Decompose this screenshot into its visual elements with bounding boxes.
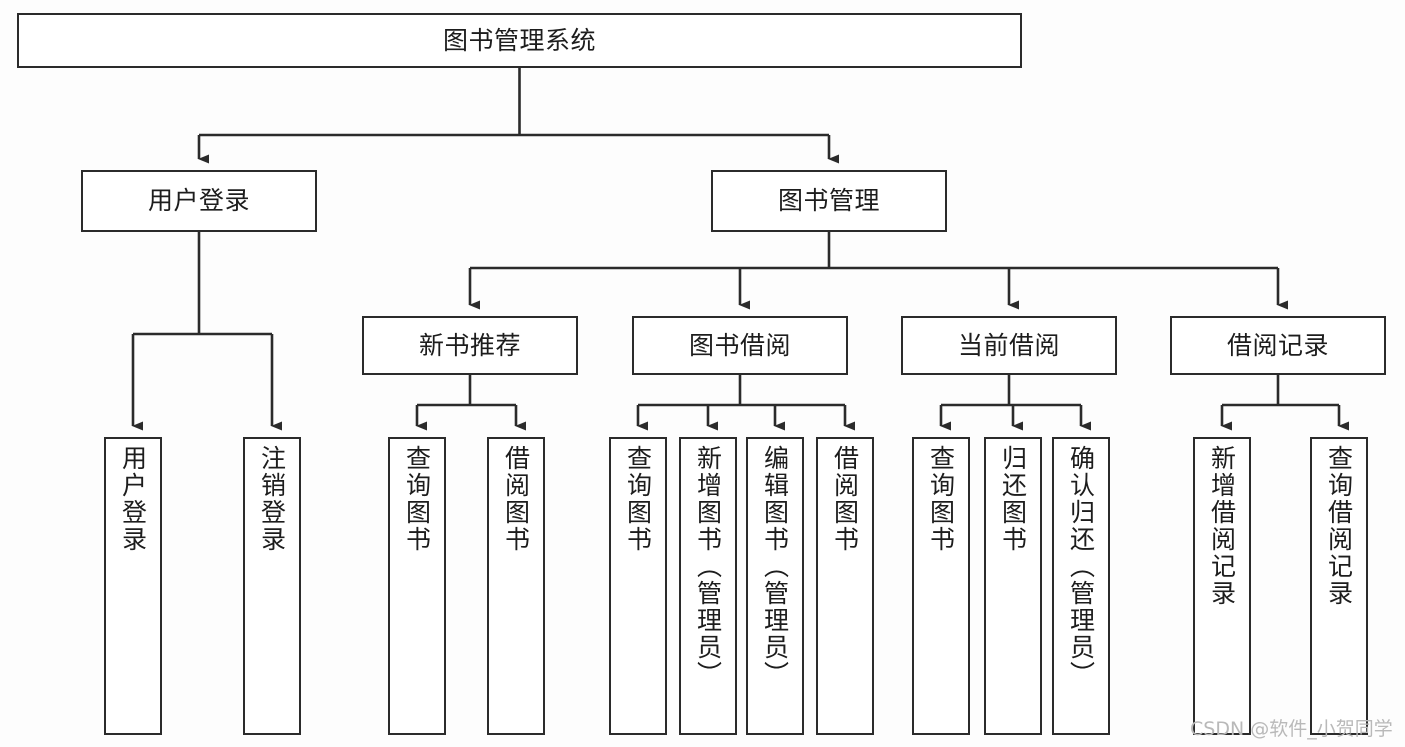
node-borrow-record-label: 借阅记录 bbox=[1226, 330, 1329, 360]
node-current-borrow[interactable]: 当前借阅 bbox=[901, 316, 1117, 375]
node-book-borrow[interactable]: 图书借阅 bbox=[632, 316, 848, 375]
node-leaf-confirm-return-label: 确认归还（管理员） bbox=[1066, 445, 1096, 688]
node-book-borrow-label: 图书借阅 bbox=[688, 330, 791, 360]
node-leaf-user-login[interactable]: 用户登录 bbox=[104, 437, 162, 735]
node-leaf-borrow-book-2[interactable]: 借阅图书 bbox=[816, 437, 874, 735]
node-leaf-borrow-book-2-label: 借阅图书 bbox=[830, 445, 860, 553]
node-leaf-query-book-1-label: 查询图书 bbox=[402, 445, 432, 553]
node-leaf-query-book-2-label: 查询图书 bbox=[623, 445, 653, 553]
node-new-book-rec[interactable]: 新书推荐 bbox=[362, 316, 578, 375]
node-leaf-borrow-book-1-label: 借阅图书 bbox=[501, 445, 531, 553]
node-leaf-add-book[interactable]: 新增图书（管理员） bbox=[679, 437, 737, 735]
node-leaf-query-book-2[interactable]: 查询图书 bbox=[609, 437, 667, 735]
node-leaf-borrow-book-1[interactable]: 借阅图书 bbox=[487, 437, 545, 735]
node-leaf-query-book-3-label: 查询图书 bbox=[926, 445, 956, 553]
node-root[interactable]: 图书管理系统 bbox=[17, 13, 1022, 68]
node-user-login-label: 用户登录 bbox=[147, 186, 250, 216]
node-leaf-query-book-3[interactable]: 查询图书 bbox=[912, 437, 970, 735]
node-book-manage-label: 图书管理 bbox=[777, 186, 880, 216]
node-leaf-add-record[interactable]: 新增借阅记录 bbox=[1193, 437, 1251, 735]
node-current-borrow-label: 当前借阅 bbox=[957, 330, 1060, 360]
node-user-login[interactable]: 用户登录 bbox=[81, 170, 317, 232]
node-leaf-edit-book-label: 编辑图书（管理员） bbox=[760, 445, 790, 688]
node-root-label: 图书管理系统 bbox=[442, 25, 596, 55]
node-leaf-add-record-label: 新增借阅记录 bbox=[1207, 445, 1237, 607]
node-leaf-query-book-1[interactable]: 查询图书 bbox=[388, 437, 446, 735]
node-leaf-return-book[interactable]: 归还图书 bbox=[984, 437, 1042, 735]
node-leaf-logout-label: 注销登录 bbox=[257, 445, 287, 553]
node-leaf-query-record-label: 查询借阅记录 bbox=[1324, 445, 1354, 607]
node-leaf-user-login-label: 用户登录 bbox=[118, 445, 148, 553]
node-borrow-record[interactable]: 借阅记录 bbox=[1170, 316, 1386, 375]
node-book-manage[interactable]: 图书管理 bbox=[711, 170, 947, 232]
csdn-watermark: CSDN @软件_小贺同学 bbox=[1190, 718, 1393, 740]
node-leaf-edit-book[interactable]: 编辑图书（管理员） bbox=[746, 437, 804, 735]
node-leaf-add-book-label: 新增图书（管理员） bbox=[693, 445, 723, 688]
node-leaf-query-record[interactable]: 查询借阅记录 bbox=[1310, 437, 1368, 735]
node-new-book-rec-label: 新书推荐 bbox=[418, 330, 521, 360]
node-leaf-return-book-label: 归还图书 bbox=[998, 445, 1028, 553]
node-leaf-logout[interactable]: 注销登录 bbox=[243, 437, 301, 735]
node-leaf-confirm-return[interactable]: 确认归还（管理员） bbox=[1052, 437, 1110, 735]
